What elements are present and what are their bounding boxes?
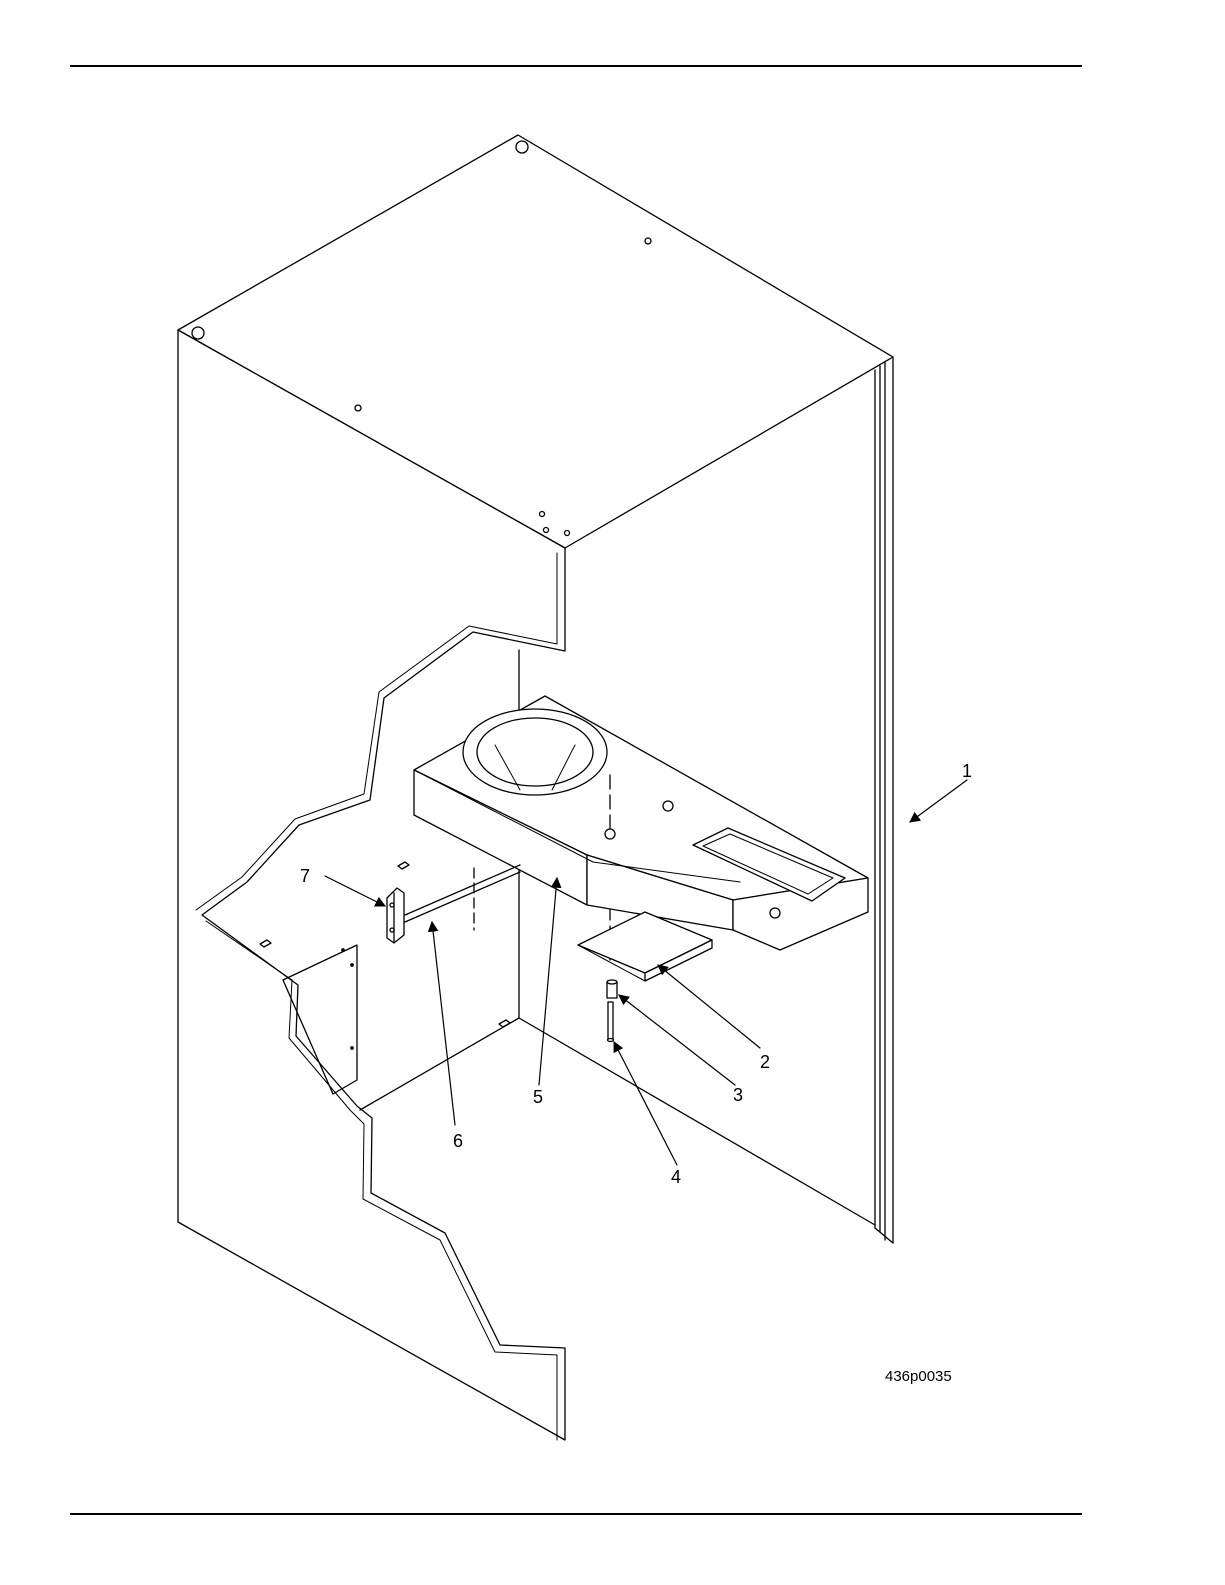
leader-6: [432, 922, 455, 1125]
screw-hole: [605, 829, 615, 839]
interior-floor-right: [519, 1018, 875, 1225]
hopper-inner: [477, 718, 593, 786]
bracket: [387, 888, 404, 943]
interior-floor-left: [360, 1018, 519, 1110]
pin: [608, 1002, 614, 1042]
leader-7: [325, 876, 385, 906]
screw-hole: [770, 908, 780, 918]
callout-5: 5: [533, 1087, 543, 1107]
leader-4: [614, 1042, 677, 1165]
rod-and-bracket: [387, 865, 520, 943]
callout-7: 7: [300, 866, 310, 886]
callout-3: 3: [733, 1085, 743, 1105]
leader-1: [910, 780, 967, 822]
callout-4: 4: [671, 1167, 681, 1187]
leader-5: [539, 878, 557, 1085]
clip: [499, 1020, 510, 1027]
screw-hole: [663, 801, 673, 811]
callout-6: 6: [453, 1131, 463, 1151]
leader-3: [619, 995, 735, 1085]
leader-2: [658, 965, 760, 1048]
callout-1: 1: [962, 761, 972, 781]
clip: [260, 940, 271, 947]
callout-2: 2: [760, 1052, 770, 1072]
figure-id: 436p0035: [885, 1368, 952, 1385]
spacer: [607, 980, 617, 998]
clip: [398, 862, 409, 869]
